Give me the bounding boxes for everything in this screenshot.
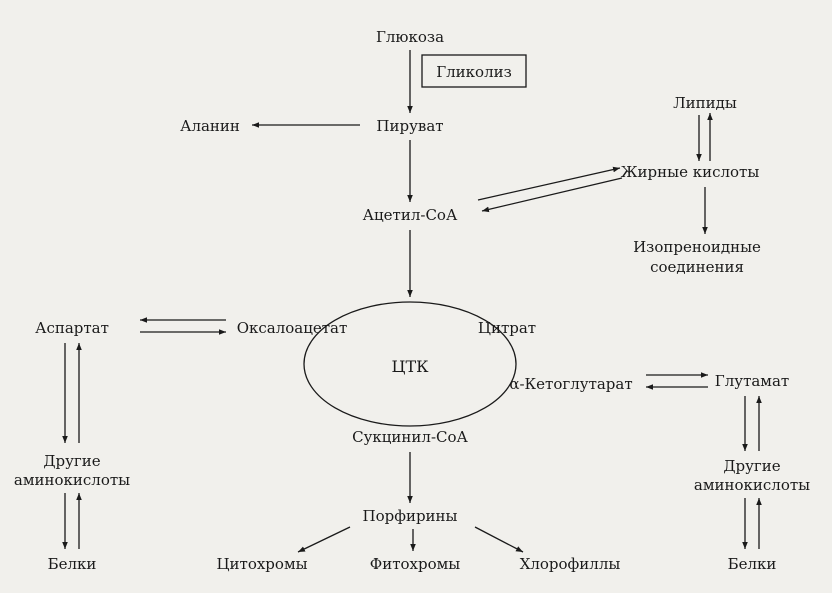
node-chlorophylls: Хлорофиллы — [520, 555, 621, 573]
arrow-porphyrins-cytochromes — [297, 526, 351, 553]
node-glutamate: Глутамат — [715, 372, 789, 390]
node-isoprenoid-line1: Изопреноидные — [633, 238, 761, 256]
node-oxaloacetate: Оксалоацетат — [237, 319, 348, 337]
node-other-aa-right-line2: аминокислоты — [694, 476, 810, 494]
node-porphyrins: Порфирины — [363, 507, 458, 525]
node-alpha-ketoglutarate: α-Кетоглутарат — [509, 375, 632, 393]
node-aspartate: Аспартат — [35, 319, 109, 337]
node-other-aa-left-line1: Другие — [43, 452, 100, 470]
node-glucose: Глюкоза — [376, 28, 444, 46]
tca-cycle-ellipse — [303, 301, 517, 427]
node-lipids: Липиды — [673, 94, 737, 112]
node-isoprenoid-line2: соединения — [650, 258, 744, 276]
node-tca: ЦТК — [391, 357, 429, 376]
arrow-porphyrins-chlorophylls — [474, 526, 524, 553]
node-alanine: Аланин — [180, 117, 240, 135]
arrow-fattyacids-acetylcoa — [481, 177, 623, 213]
arrow-acetylcoa-fattyacids — [477, 166, 621, 201]
node-fatty-acids: Жирные кислоты — [621, 163, 760, 181]
node-other-aa-right-line1: Другие — [723, 457, 780, 475]
node-proteins-left: Белки — [48, 555, 97, 573]
node-glycolysis: Гликолиз — [436, 63, 512, 81]
node-pyruvate: Пируват — [376, 117, 443, 135]
node-cytochromes: Цитохромы — [216, 555, 307, 573]
glycolysis-box — [421, 54, 527, 88]
node-other-aa-left-line2: аминокислоты — [14, 471, 130, 489]
node-proteins-right: Белки — [728, 555, 777, 573]
node-acetyl-coa: Ацетил-СоА — [363, 206, 458, 224]
node-citrate: Цитрат — [478, 319, 536, 337]
node-phytochromes: Фитохромы — [370, 555, 461, 573]
node-succinyl-coa: Сукцинил-СоА — [352, 428, 468, 446]
